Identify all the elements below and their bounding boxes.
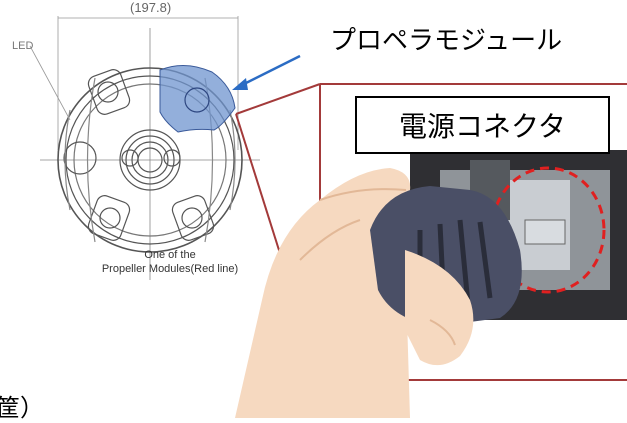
sphere-drawing <box>29 16 260 280</box>
propeller-module-title: プロペラモジュール <box>330 26 563 56</box>
propeller-hub <box>184 87 210 113</box>
callout-arrow <box>232 54 301 90</box>
caption-line-1: One of the <box>144 249 196 261</box>
caption-line-2: Propeller Modules(Red line) <box>101 263 239 275</box>
power-connector-label: 電源コネクタ <box>355 96 610 154</box>
thumb-illustration <box>405 250 474 366</box>
propeller-caption: One of the Propeller Modules(Red line) <box>90 248 250 276</box>
propeller-module-highlight <box>159 65 236 133</box>
dimension-label: (197.8) <box>130 0 172 15</box>
footer-fragment: 筐） <box>0 394 44 422</box>
led-label: LED <box>12 40 34 52</box>
